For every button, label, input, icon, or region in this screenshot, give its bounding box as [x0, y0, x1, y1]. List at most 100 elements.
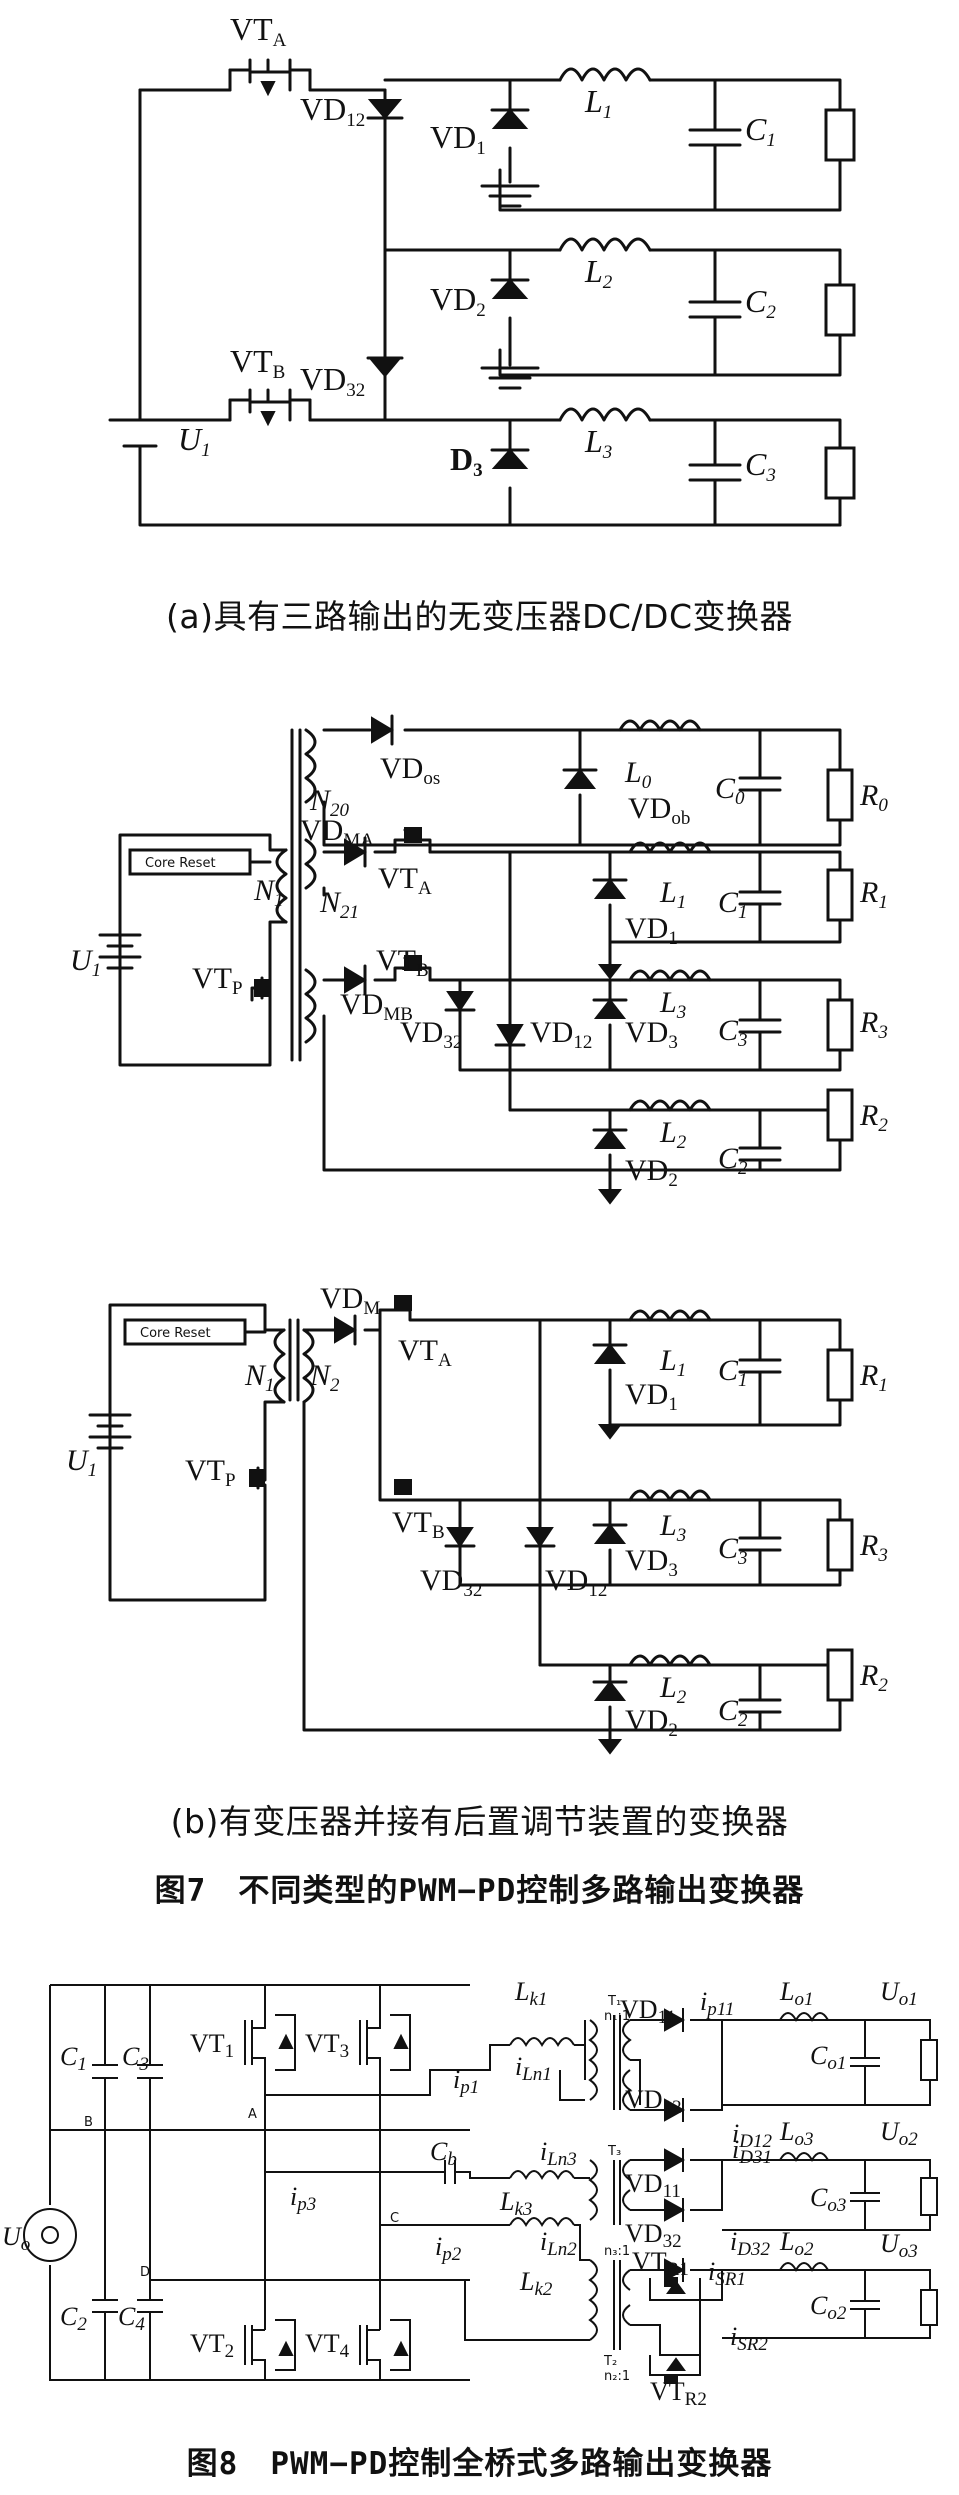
capacitor-c1-b2: [738, 1318, 782, 1427]
capacitor-c3-b2: [738, 1498, 782, 1587]
caption-figure-a: (a)具有三路输出的无变压器DC/DC变换器: [166, 597, 793, 636]
load-r0: [826, 768, 854, 822]
label-u1-b1: U1: [70, 944, 101, 981]
label-node-a: A: [248, 2107, 257, 2122]
label-c1-b1: C1: [718, 886, 748, 923]
capacitor-c2-b2: [738, 1663, 782, 1732]
diode-vd32-b1: [444, 978, 476, 1017]
switch-vta: [228, 58, 312, 97]
label-c1-b2: C1: [718, 1354, 748, 1391]
inductor-lo2: [779, 2262, 829, 2273]
label-vta: VTA: [230, 11, 287, 51]
label-iln2: iLn2: [540, 2227, 577, 2260]
label-n20: N20: [309, 784, 350, 821]
label-co3: Co3: [810, 2183, 846, 2216]
label-id12: iD12: [732, 2119, 772, 2152]
diode-vd12-b1: [494, 1013, 526, 1112]
label-vtr1: VTR1: [632, 2247, 689, 2280]
label-l1-b2: L1: [659, 1344, 686, 1381]
inductor-l1-b1: [628, 841, 712, 854]
source-uo: [23, 2208, 77, 2262]
label-d3: D3: [450, 441, 483, 481]
switch-vta-1: [393, 827, 432, 854]
diode-d3: [490, 418, 530, 527]
load-r1-b2: [826, 1348, 854, 1402]
label-vtb-b1: VTB: [376, 944, 429, 981]
label-vtr2: VTR2: [650, 2377, 707, 2410]
diode-vd11-out3: [664, 2148, 686, 2172]
label-uo-f8: Uo: [2, 2222, 30, 2255]
label-l2: L2: [584, 253, 613, 293]
diode-vdos: [371, 714, 394, 746]
label-lo2: Lo2: [779, 2227, 814, 2260]
label-c3: C3: [745, 446, 776, 486]
capacitor-co1: [850, 2020, 880, 2105]
diode-vd3-b2: [592, 1498, 628, 1587]
label-r0: R0: [859, 779, 888, 816]
label-l3-b1: L3: [659, 986, 686, 1023]
label-vd2: VD2: [430, 281, 486, 321]
label-r3-b2: R3: [859, 1529, 888, 1566]
diode-vd2-b1: [592, 1108, 628, 1205]
label-lk2: Lk2: [519, 2267, 553, 2300]
switch-vt4: [359, 2300, 411, 2380]
diode-vd1-b1: [592, 850, 628, 980]
label-t2: T₂: [603, 2354, 617, 2369]
battery-u1-b1: [98, 933, 142, 970]
inductor-l1: [558, 67, 652, 82]
label-n2: N2: [309, 1359, 340, 1396]
label-ip1: ip1: [453, 2065, 479, 2098]
battery-u1-b2: [88, 1413, 132, 1450]
label-vd12-b2: VD12: [545, 1564, 607, 1601]
switch-vt2: [244, 2300, 296, 2380]
inductor-l2: [558, 237, 652, 252]
label-co1: Co1: [810, 2041, 846, 2074]
diode-vd2: [480, 248, 540, 390]
capacitor-co3: [850, 2160, 880, 2230]
switch-vt3: [359, 1985, 411, 2100]
label-vdmb: VDMB: [340, 988, 413, 1025]
label-lo1: Lo1: [779, 1977, 813, 2010]
inductor-l2-b2: [628, 1654, 712, 1667]
load-r2: [824, 283, 856, 337]
label-c0: C0: [715, 772, 745, 809]
capacitor-c1: [688, 78, 742, 212]
caption-figure-b: (b)有变压器并接有后置调节装置的变换器: [170, 1802, 789, 1841]
label-node-d: D: [140, 2265, 150, 2280]
label-vd3-b2: VD3: [625, 1544, 678, 1581]
label-r1-b1: R1: [859, 876, 888, 913]
label-l3-b2: L3: [659, 1509, 686, 1546]
label-c2: C2: [745, 283, 776, 323]
label-vt4: VT4: [305, 2329, 350, 2362]
diode-vd12: [366, 99, 404, 120]
load-r3-b1: [826, 998, 854, 1052]
diode-vd3-b1: [592, 978, 628, 1072]
label-co2: Co2: [810, 2291, 847, 2324]
label-uo1: Uo1: [880, 1977, 918, 2010]
label-n1-ratio: n₁:1: [604, 2009, 630, 2024]
label-iln3: iLn3: [540, 2137, 577, 2170]
diode-vdma: [344, 836, 367, 868]
battery-u1: [108, 418, 172, 472]
inductor-lk2: [509, 2217, 575, 2228]
label-r3-b1: R3: [859, 1006, 888, 1043]
label-vd1: VD1: [430, 119, 486, 159]
figure-a-circuit: VTA VD12 VTB VD32 VD1 VD2 D3 L1 L2 L3 C1…: [108, 11, 856, 527]
label-t1: T₁: [607, 1994, 621, 2009]
label-vd32-f8: VD32: [625, 2219, 682, 2252]
inductor-lk3: [509, 2170, 575, 2181]
label-l0: L0: [624, 756, 652, 793]
inductor-lk1: [509, 2037, 575, 2048]
label-uo2: Uo2: [880, 2117, 918, 2150]
label-vd12-f8: VD12: [625, 2085, 682, 2118]
capacitor-c3: [688, 418, 742, 527]
diode-vdmb: [344, 964, 367, 996]
switch-vtp-2: [249, 1458, 267, 1490]
label-vd1-b1: VD1: [625, 912, 678, 949]
label-l3: L3: [584, 423, 612, 463]
inductor-l2-b1: [628, 1099, 712, 1112]
load-uo2: [920, 2177, 938, 2216]
label-vd2-b2: VD2: [625, 1704, 678, 1741]
core-reset-box-1: [128, 848, 252, 876]
diode-vd11-out1: [664, 2008, 686, 2032]
